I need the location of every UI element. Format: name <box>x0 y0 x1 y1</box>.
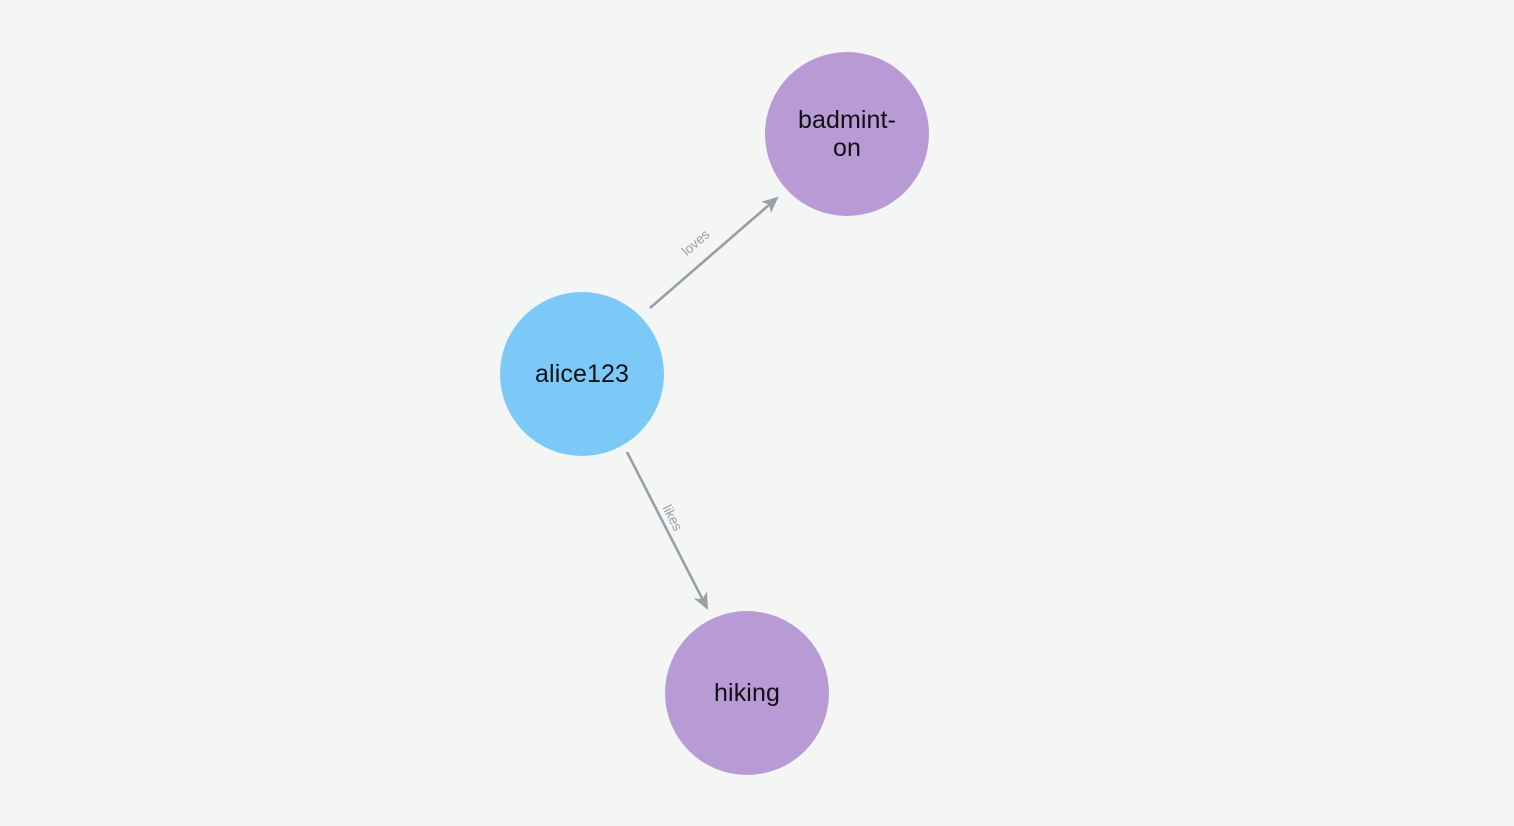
graph-node-hiking[interactable]: hiking <box>665 611 829 775</box>
graph-edge-alice123-loves-badminton[interactable] <box>649 196 779 309</box>
graph-edge-alice123-likes-hiking[interactable] <box>625 451 709 610</box>
graph-node-alice123[interactable]: alice123 <box>500 292 664 456</box>
graph-node-badminton[interactable]: badmint- on <box>765 52 929 216</box>
graph-node-label-hiking: hiking <box>714 679 780 707</box>
graph-node-label-alice123: alice123 <box>535 360 629 388</box>
graph-node-label-badminton: badmint- on <box>797 106 897 162</box>
